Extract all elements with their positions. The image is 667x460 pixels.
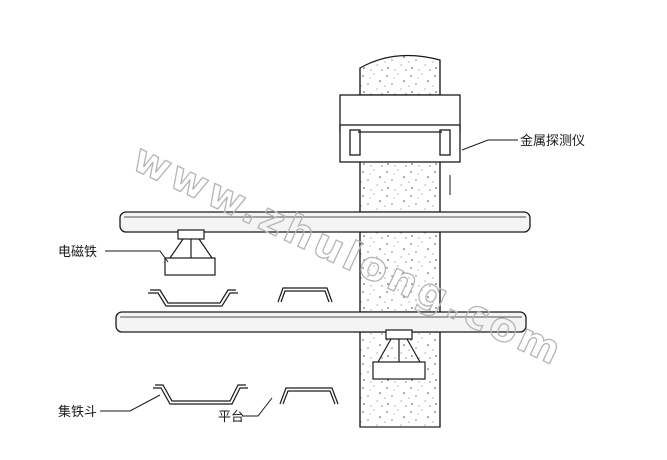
label-electromagnet: 电磁铁 — [58, 245, 97, 260]
iron-collector-trays — [148, 287, 339, 405]
electromagnet-lower — [372, 329, 426, 380]
lower-conveyor — [115, 311, 527, 333]
upper-conveyor — [119, 211, 531, 233]
label-iron-collector: 集铁斗 — [58, 404, 97, 420]
electromagnet-upper — [164, 229, 216, 276]
leader-lines — [100, 139, 518, 417]
label-platform: 平台 — [218, 410, 244, 425]
metal-detector — [339, 94, 461, 163]
label-metal-detector: 金属探测仪 — [520, 133, 585, 149]
watermark-text: www.zhulong.com — [126, 135, 572, 375]
